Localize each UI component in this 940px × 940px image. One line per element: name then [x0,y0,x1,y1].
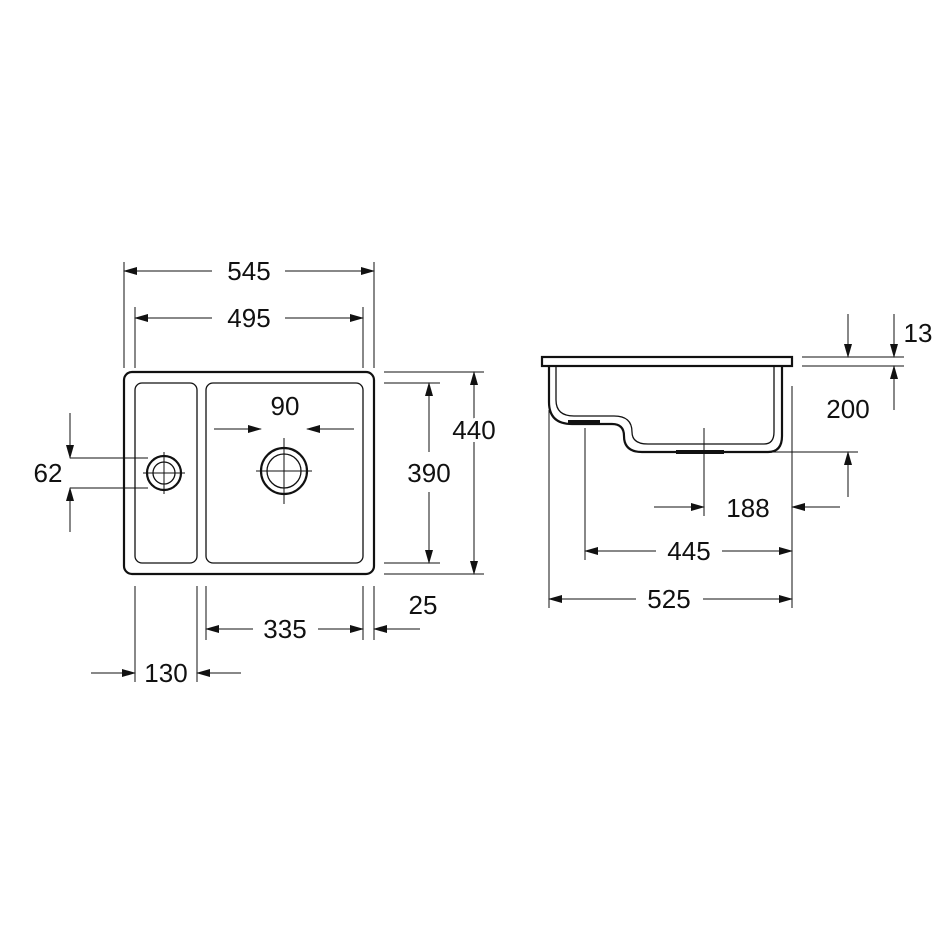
dim-bottom-width: 445 [584,428,793,566]
dim-overall-width: 545 [123,256,375,368]
small-drain-stub [568,420,600,424]
main-drain-icon [256,438,312,504]
small-bowl-outline [134,382,198,564]
sink-outer-outline [122,370,376,576]
sink-rim-profile [540,355,794,368]
main-drain-stub [676,450,724,454]
dim-main-bowl-width-label: 335 [263,614,306,644]
dim-bowl-depth-label: 200 [826,394,869,424]
dim-small-bowl-width-label: 130 [144,658,187,688]
dim-overall-length: 525 [548,410,793,614]
dim-small-drain-label: 62 [34,458,63,488]
dim-inner-width-label: 495 [227,303,270,333]
small-drain-icon [143,452,185,494]
dim-drain-spacing: 90 [214,391,354,433]
dim-overall-length-label: 525 [647,584,690,614]
sink-bowl-inner-profile [555,366,775,445]
sink-bowl-outer-profile [547,366,784,454]
top-view: 545 495 90 62 440 [34,256,499,688]
dim-rim-thickness-label: 13 [904,318,933,348]
dim-drain-spacing-label: 90 [271,391,300,421]
dim-small-bowl-width: 130 [91,586,241,688]
dim-rim-thickness: 13 [802,314,932,410]
dim-right-margin: 25 [373,586,438,640]
dim-drain-offset-label: 188 [726,493,769,523]
dim-inner-width: 495 [134,303,364,368]
dim-overall-depth: 440 [384,371,499,575]
dim-right-margin-label: 25 [409,590,438,620]
dim-main-bowl-width: 335 [205,586,364,644]
dim-overall-depth-label: 440 [452,415,495,445]
dim-inner-depth: 390 [384,382,451,564]
dim-inner-depth-label: 390 [407,458,450,488]
side-view: 13 200 188 445 525 [540,314,932,614]
dim-bowl-depth: 200 [754,394,870,497]
dim-drain-offset: 188 [654,386,840,608]
main-bowl-outline [205,382,364,564]
dim-bottom-width-label: 445 [667,536,710,566]
dim-overall-width-label: 545 [227,256,270,286]
dim-small-drain: 62 [34,413,148,532]
